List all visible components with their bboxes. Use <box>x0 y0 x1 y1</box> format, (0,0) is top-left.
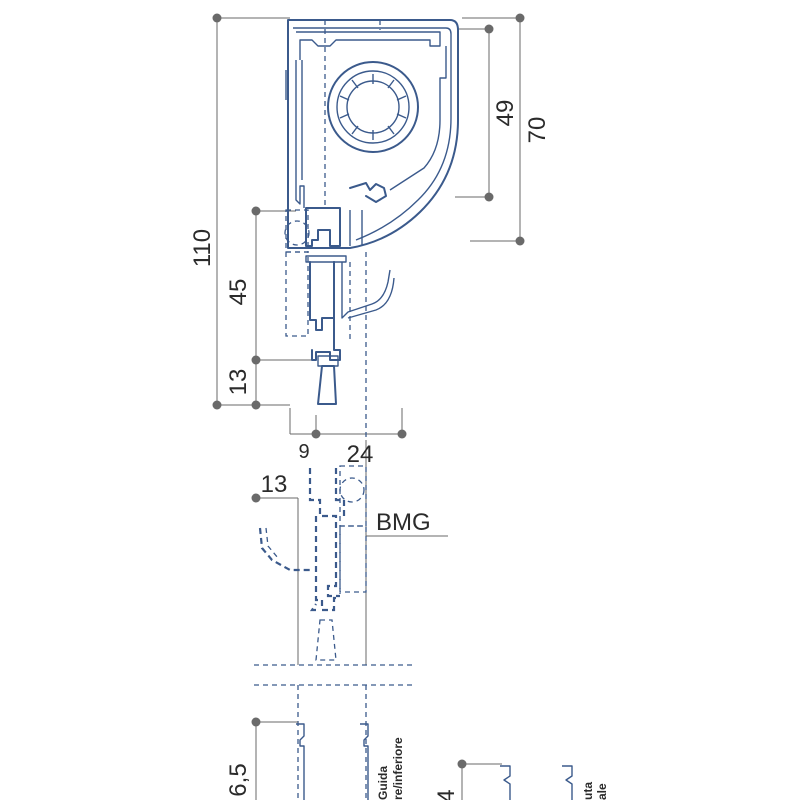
bottom-bar-profile <box>285 251 395 440</box>
dim-inner-height: 49 <box>492 100 519 127</box>
dim-guide-width: 24 <box>347 441 374 468</box>
lower-section <box>251 440 573 800</box>
dim-box-height: 70 <box>524 117 551 144</box>
rail-label-b: re/inferiore <box>391 737 405 800</box>
dim-offset-lower: 13 <box>261 471 288 498</box>
dim-bottom-height: 13 <box>225 369 252 396</box>
roller-box-profile <box>284 19 459 253</box>
model-label: BMG <box>376 509 431 536</box>
dim-guide-height: 45 <box>225 279 252 306</box>
rail-label-a: Guida <box>376 766 390 800</box>
dim-gap-left: 9 <box>298 441 309 463</box>
dimension-lines-upper <box>212 13 525 439</box>
rail-label-d: ale <box>595 783 609 800</box>
dim-rail-height: 6,5 <box>225 763 252 796</box>
dim-rail-height-2: 4 <box>433 789 460 800</box>
rail-label-c: uta <box>581 782 595 800</box>
dim-overall-height: 110 <box>189 229 216 267</box>
roller-tube <box>327 61 419 153</box>
